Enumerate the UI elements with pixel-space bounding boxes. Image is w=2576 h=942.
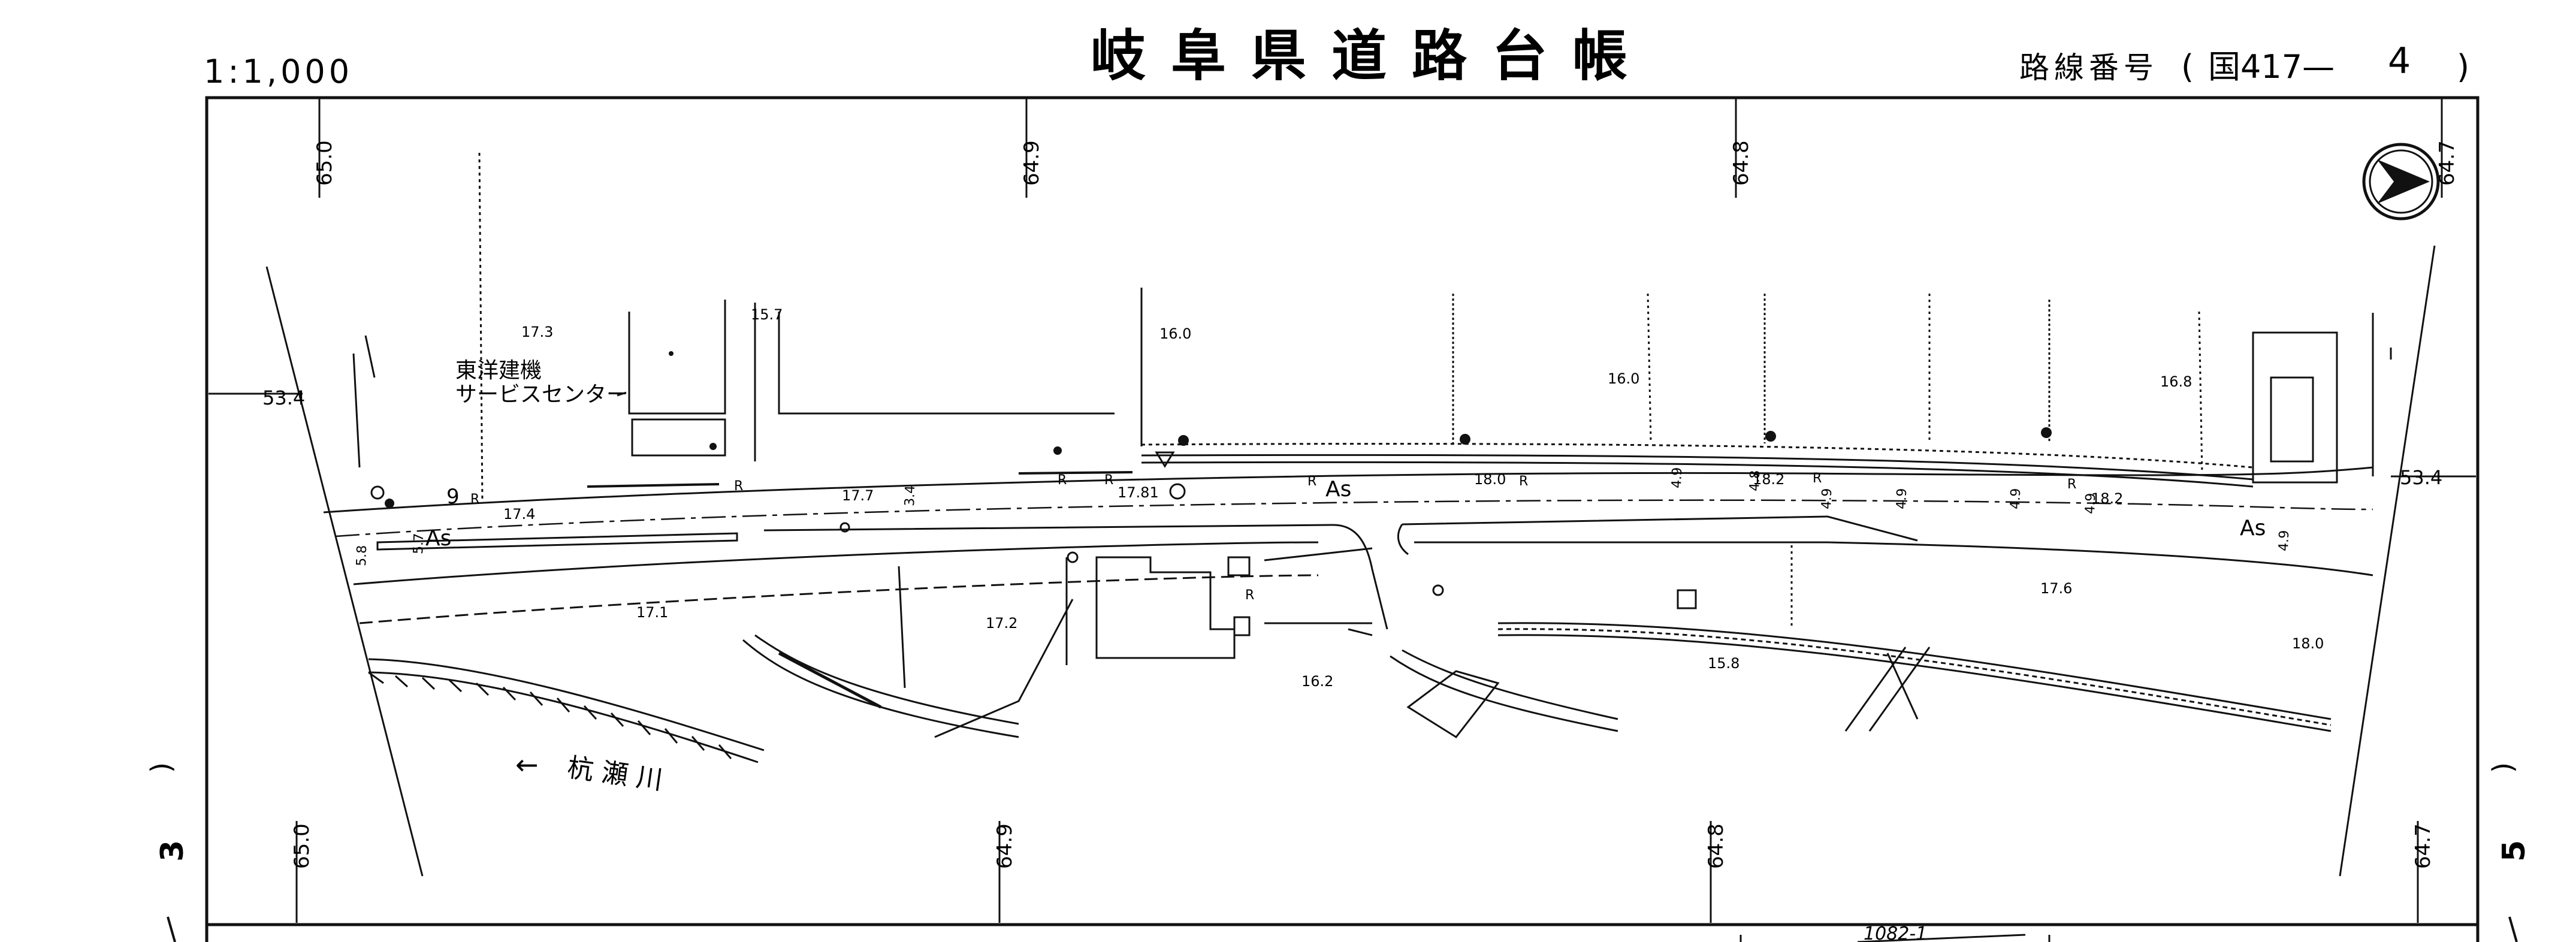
route-close-paren: ): [2457, 48, 2469, 86]
grid-ticks: [209, 99, 2476, 923]
south-embankment-road: [1497, 622, 2332, 732]
main-road: [323, 466, 2373, 630]
grid-top-label: 65.0: [313, 140, 337, 186]
grid-labels-bottom: 65.0 64.9 64.8 64.7: [290, 823, 2435, 869]
width: 4.8: [1747, 470, 1763, 491]
grid-bottom-label: 64.7: [2411, 823, 2435, 869]
width: 4.9: [2008, 488, 2024, 509]
elevation: 15.8: [1708, 655, 1740, 672]
elevation: 16.8: [2160, 373, 2192, 390]
grid-bottom-label: 65.0: [290, 823, 314, 869]
width: 4.9: [2083, 493, 2098, 514]
survey-boundary-left: [265, 266, 424, 877]
elevation: 17.1: [636, 604, 668, 621]
elevation: 18.0: [1474, 471, 1506, 488]
elevation: 15.7: [751, 306, 783, 323]
grid-top-label: 64.8: [1729, 140, 1753, 186]
road-mark: R: [1307, 474, 1316, 489]
elevation: 16.0: [1608, 370, 1639, 387]
elevation: 18.0: [2292, 635, 2324, 652]
pavement-label: As: [425, 526, 451, 551]
survey-boundary-right: [2339, 245, 2436, 877]
river-arrow-icon: ←: [515, 748, 539, 781]
width: 5.8: [354, 545, 370, 566]
grid-left-label: 53.4: [262, 387, 305, 409]
grid-labels-top: 65.0 64.9 64.8 64.7: [313, 140, 2459, 186]
pavement-label: As: [1325, 477, 1351, 502]
river-bank: [368, 634, 1618, 763]
width: 4.9: [1819, 488, 1835, 509]
width: 3.4: [902, 485, 918, 506]
map-frame: [205, 96, 2480, 926]
pavement-label: As: [2240, 516, 2266, 541]
elevation-labels: 17.3 15.7 16.0 16.0 16.8 17.7 17.81 18.0…: [503, 306, 2324, 690]
road-mark: R: [1245, 588, 1254, 603]
road-mark: R: [1519, 474, 1528, 489]
road-mark: R: [470, 492, 479, 507]
elevation: 17.6: [2040, 580, 2072, 597]
elevation: 17.4: [503, 506, 535, 523]
svg-text:): ): [145, 762, 177, 773]
route-number-label: 路線番号: [2019, 50, 2158, 85]
leader-line: [617, 391, 627, 397]
north-sidewalk: [587, 443, 2254, 488]
grid-bottom-label: 64.9: [993, 823, 1017, 869]
route-number-value: 国417—: [2208, 48, 2335, 86]
left-sheet-marker: ) 3: [145, 762, 191, 942]
elevation: 16.0: [1159, 325, 1191, 342]
facility-name: 東洋建機: [455, 358, 542, 383]
width: 4.9: [1669, 467, 1685, 488]
lot-outlines: [628, 288, 2392, 738]
elevation: 17.7: [842, 487, 874, 504]
elevation: 17.81: [1118, 484, 1159, 501]
lot-outline-next: [1740, 934, 2050, 942]
route-open-paren: (: [2181, 48, 2194, 86]
width: 9: [446, 485, 460, 509]
road-mark: R: [1058, 473, 1067, 488]
width-labels: 5.8 5.7 3.4 4.9 4.9 4.9 4.9 4.9 4.9 4.8 …: [354, 467, 2292, 566]
right-sheet-number: 5: [2496, 840, 2532, 862]
elevation: 16.2: [1301, 673, 1333, 690]
grid-bottom-label: 64.8: [1704, 823, 1728, 869]
svg-text:): ): [2487, 762, 2519, 773]
road-marks: R R R R R R R R R: [470, 471, 2076, 603]
road-mark: R: [2067, 477, 2076, 492]
elevation: 17.3: [521, 324, 553, 340]
north-arrow-icon: [2362, 143, 2440, 221]
grid-top-label: 64.9: [1020, 140, 1044, 186]
river-name: 杭 瀬 川: [565, 752, 665, 796]
grid-right-label: 53.4: [2400, 466, 2442, 489]
width: 4.9: [1894, 488, 1910, 509]
width: 4.9: [2276, 530, 2292, 551]
road-mark: R: [1813, 471, 1822, 486]
right-sheet-marker: ) 5: [2487, 762, 2532, 942]
route-sheet-number: 4: [2388, 40, 2411, 82]
width: 5.7: [411, 533, 427, 554]
ledger-title: 岐阜県道路台帳: [1091, 24, 1653, 88]
scale-label: 1:1,000: [204, 53, 353, 90]
left-sheet-number: 3: [155, 840, 191, 862]
map-point-symbols: [370, 351, 2052, 596]
elevation: 18.2: [2091, 490, 2123, 507]
road-mark: R: [1104, 473, 1113, 488]
property-lines: [352, 152, 2203, 629]
road-mark: R: [734, 479, 743, 494]
elevation: 17.2: [986, 615, 1017, 632]
elevation: 18.2: [1753, 471, 1784, 488]
facility-name-2: サービスセンター: [455, 382, 628, 407]
next-sheet-frame: [205, 923, 2480, 942]
